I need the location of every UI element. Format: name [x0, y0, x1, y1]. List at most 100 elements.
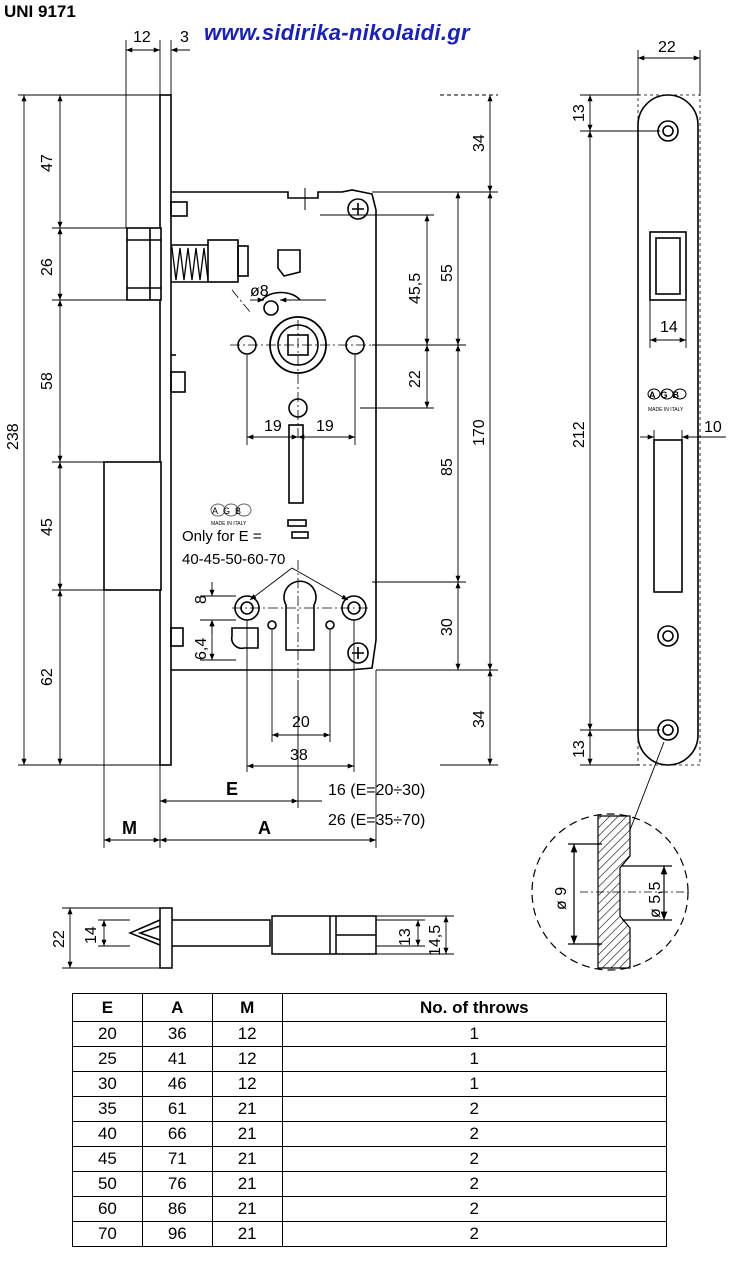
cell-a: 46	[141, 1071, 213, 1097]
brand-sub-body: MADE IN ITALY	[211, 521, 247, 527]
header-a: A	[141, 993, 213, 1022]
dim-M: M	[122, 818, 137, 838]
cell-a: 61	[141, 1096, 213, 1122]
dim-14-5-latch: 14,5	[427, 925, 444, 956]
dim-62: 62	[39, 668, 56, 686]
dim-A: A	[258, 818, 271, 838]
center-lines	[230, 289, 372, 680]
table-header-row: E A M No. of throws	[72, 993, 668, 1022]
dim-170: 170	[471, 419, 488, 446]
dim-26-note: 26 (E=35÷70)	[328, 812, 425, 829]
dim-13-latch: 13	[397, 928, 414, 946]
dim-3: 3	[180, 29, 189, 46]
website-link[interactable]: www.sidirika-nikolaidi.gr	[204, 20, 470, 45]
dim-45: 45	[39, 518, 56, 536]
dim-14-faceplate: 14	[660, 319, 678, 336]
dim-10: 10	[704, 419, 722, 436]
faceplate-front-view	[637, 94, 701, 766]
cell-e: 60	[72, 1196, 143, 1222]
dim-212: 212	[571, 421, 588, 448]
cell-m: 21	[211, 1096, 283, 1122]
cell-throws: 1	[281, 1046, 668, 1072]
cell-throws: 2	[281, 1121, 668, 1147]
cell-throws: 1	[281, 1021, 668, 1047]
dim-5-5-dia: ø 5,5	[647, 881, 664, 918]
note-line-2: 40-45-50-60-70	[182, 551, 285, 568]
cell-m: 12	[211, 1071, 283, 1097]
dim-E: E	[226, 779, 238, 799]
dim-14-latch: 14	[83, 926, 100, 944]
dim-22-faceplate: 22	[658, 39, 676, 56]
dim-45-5: 45,5	[407, 273, 424, 304]
dim-22-latch: 22	[51, 930, 68, 948]
cell-a: 66	[141, 1121, 213, 1147]
page-title: UNI 9171	[4, 2, 76, 21]
screw-hole-detail	[531, 813, 690, 971]
dim-238: 238	[5, 423, 22, 450]
brand-logo-body: AGB MADE IN ITALY	[210, 503, 252, 527]
dim-16-note: 16 (E=20÷30)	[328, 782, 425, 799]
dim-19-right: 19	[316, 418, 334, 435]
cell-e: 50	[72, 1171, 143, 1197]
cell-throws: 2	[281, 1096, 668, 1122]
cell-e: 20	[72, 1021, 143, 1047]
dim-55: 55	[439, 264, 456, 282]
dim-8-dia: ø8	[250, 283, 269, 300]
brand-mark-body: AGB	[212, 506, 246, 516]
dim-30: 30	[439, 618, 456, 636]
cell-m: 21	[211, 1196, 283, 1222]
lock-side-view	[103, 94, 377, 766]
dim-13-top: 13	[571, 104, 588, 122]
brand-sub-faceplate: MADE IN ITALY	[648, 407, 684, 413]
dim-22-spindle: 22	[407, 370, 424, 388]
dim-34-top: 34	[471, 134, 488, 152]
faceplate-dimensions	[580, 50, 726, 831]
cell-throws: 1	[281, 1071, 668, 1097]
cell-a: 76	[141, 1171, 213, 1197]
cell-a: 41	[141, 1046, 213, 1072]
header-throws: No. of throws	[281, 993, 668, 1022]
header-m: M	[211, 993, 283, 1022]
cell-m: 12	[211, 1046, 283, 1072]
cell-e: 30	[72, 1071, 143, 1097]
cell-e: 35	[72, 1096, 143, 1122]
cell-m: 21	[211, 1146, 283, 1172]
dim-8: 8	[193, 595, 210, 604]
dim-9-dia: ø 9	[553, 887, 570, 910]
cell-a: 36	[141, 1021, 213, 1047]
note-line-1: Only for E =	[182, 528, 262, 545]
cell-throws: 2	[281, 1171, 668, 1197]
dim-47: 47	[39, 154, 56, 172]
cell-m: 21	[211, 1171, 283, 1197]
latch-top-view	[128, 907, 377, 969]
cell-a: 86	[141, 1196, 213, 1222]
dim-20: 20	[292, 714, 310, 731]
cell-throws: 2	[281, 1196, 668, 1222]
dim-38: 38	[290, 747, 308, 764]
cell-throws: 2	[281, 1221, 668, 1247]
cell-e: 45	[72, 1146, 143, 1172]
dim-6-4: 6,4	[193, 638, 210, 660]
dim-12: 12	[133, 29, 151, 46]
cell-a: 96	[141, 1221, 213, 1247]
header-e: E	[72, 993, 143, 1022]
cell-m: 21	[211, 1121, 283, 1147]
cell-e: 25	[72, 1046, 143, 1072]
cell-e: 70	[72, 1221, 143, 1247]
dimension-lines	[18, 40, 498, 848]
dim-85: 85	[439, 458, 456, 476]
lock-technical-drawing: 12 3 22 238 47 26 58 45 62 34 170 34 55 …	[5, 29, 726, 971]
dim-26: 26	[39, 258, 56, 276]
latch-dimensions	[62, 907, 454, 969]
brand-mark-faceplate: AGB	[649, 390, 684, 400]
cell-e: 40	[72, 1121, 143, 1147]
